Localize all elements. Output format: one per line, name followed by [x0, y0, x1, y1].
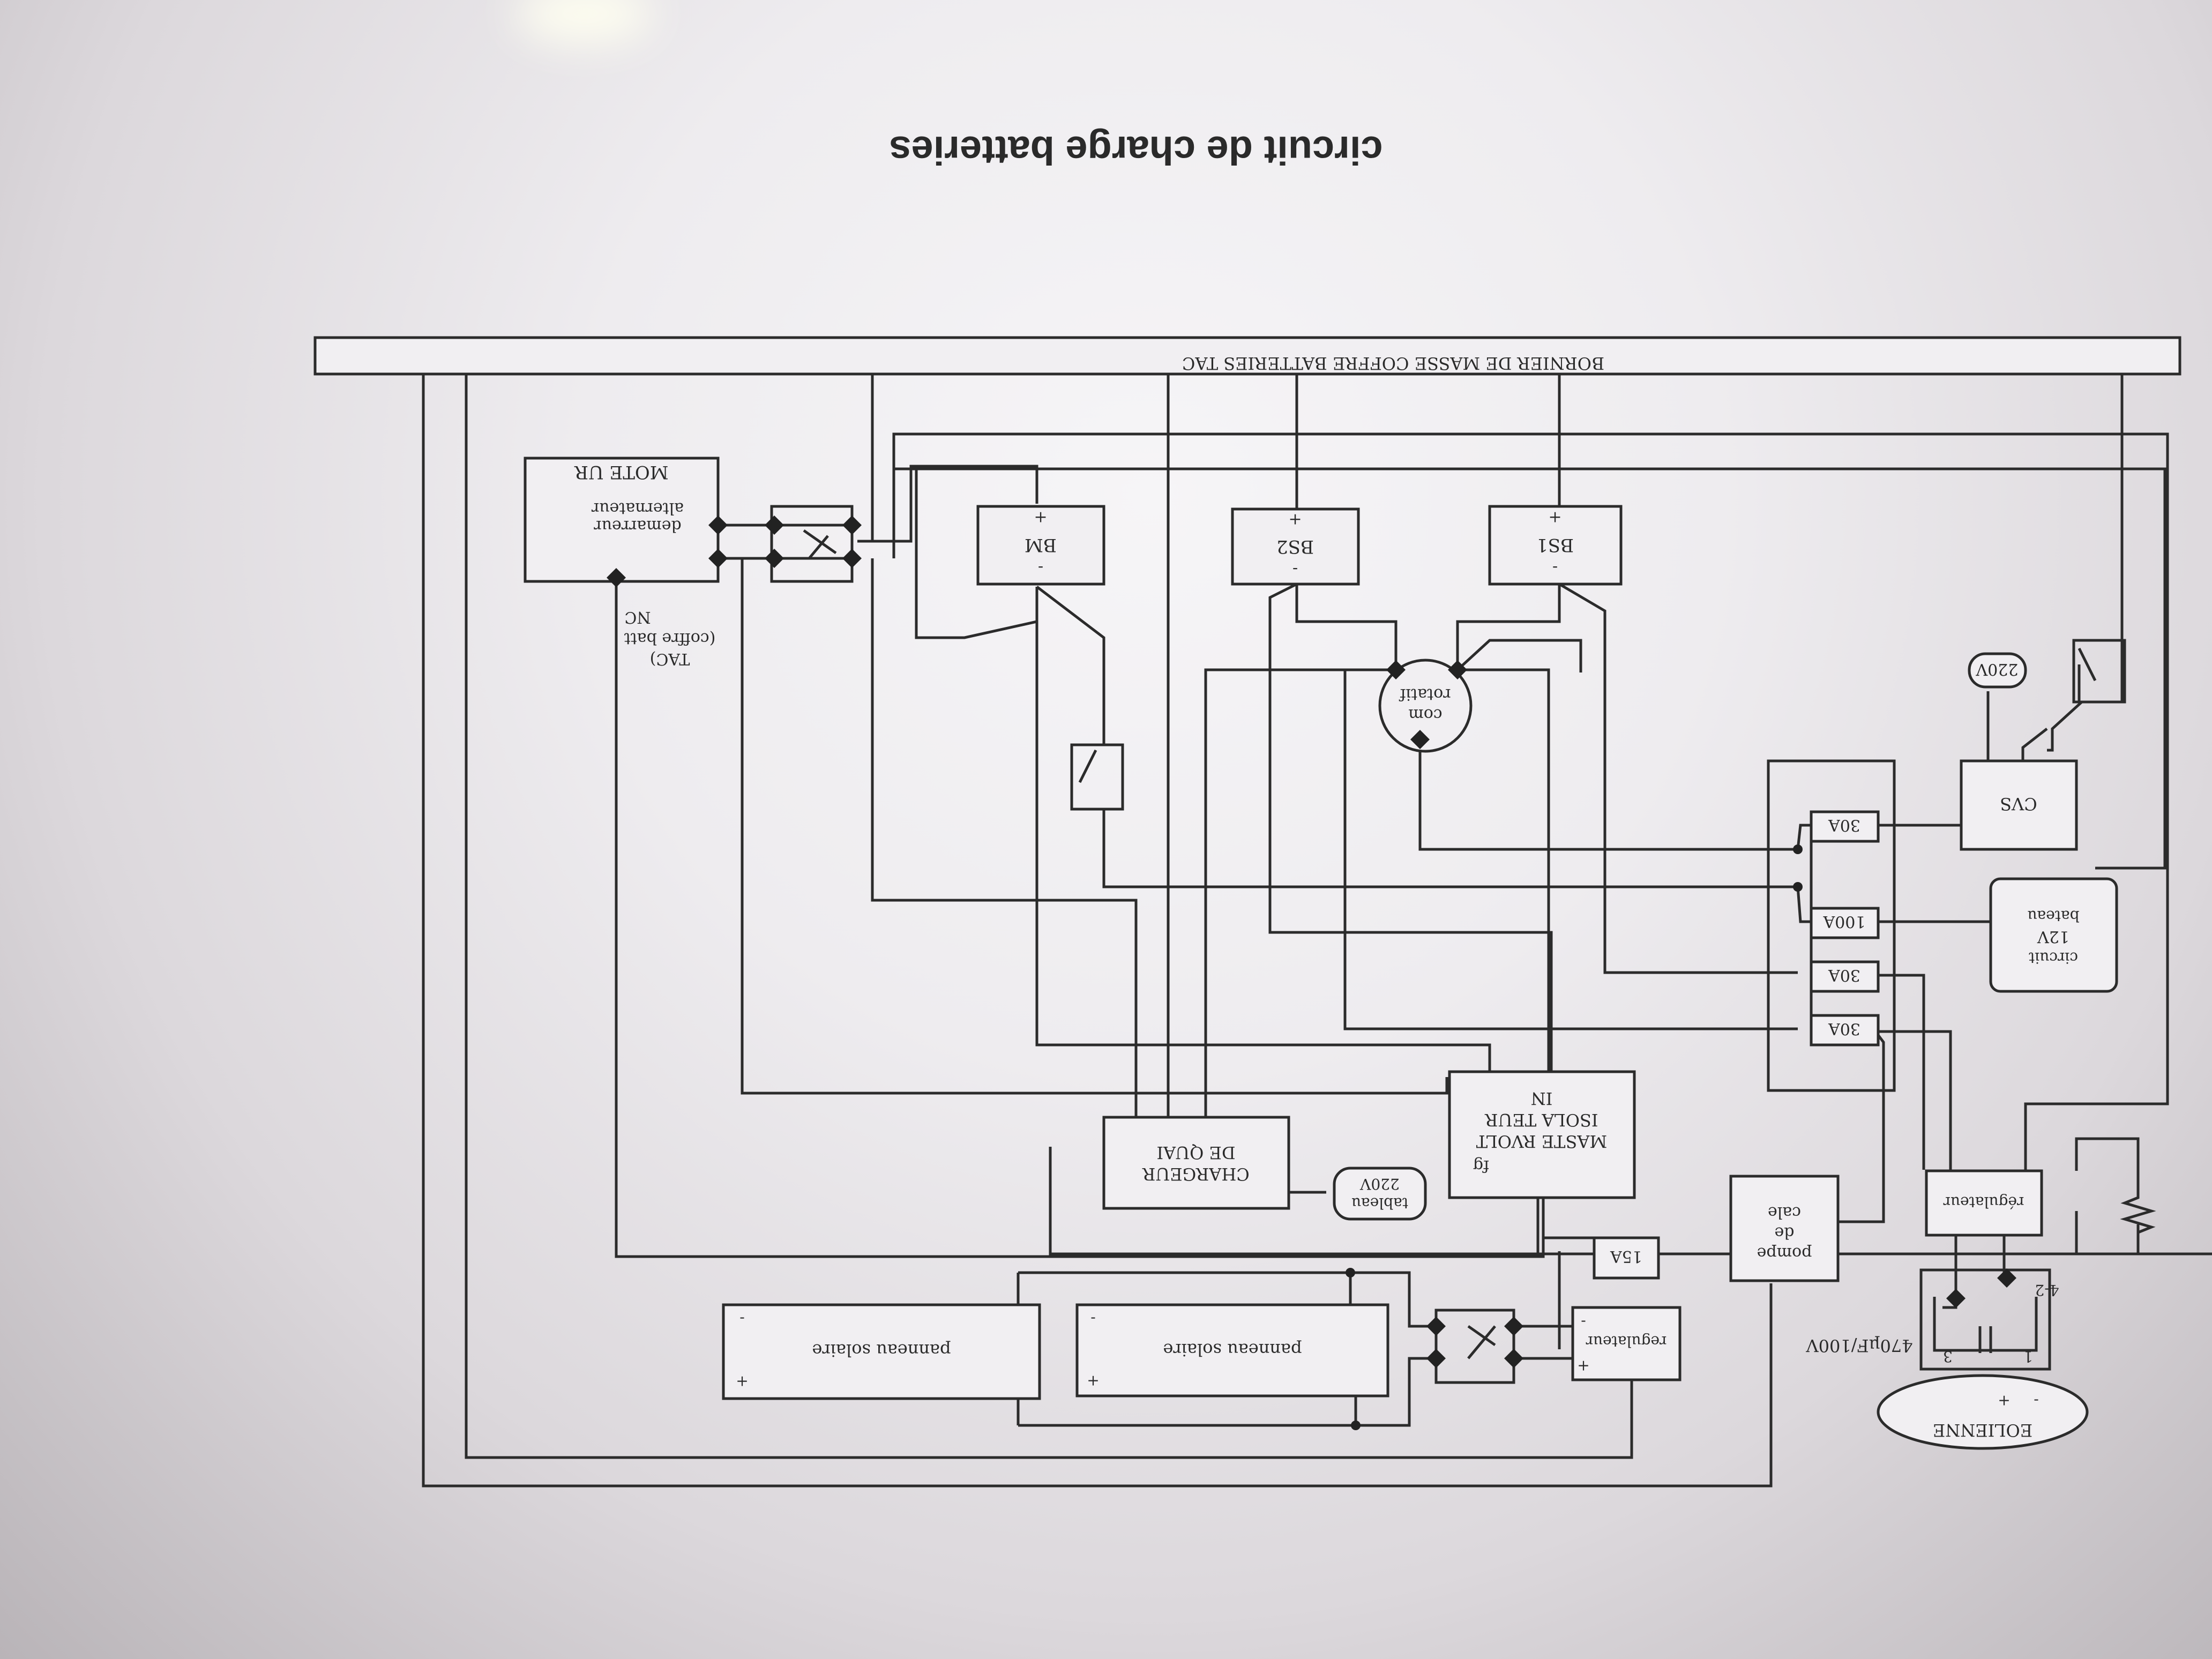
tableau-label: tableau — [1351, 1194, 1408, 1212]
bm-minus: - — [1038, 558, 1043, 577]
bs2-battery — [1231, 507, 1360, 586]
junctions — [607, 515, 2016, 1430]
fuse-100a-label: 100A — [1823, 912, 1865, 931]
isolateur-in: IN — [1531, 1088, 1553, 1109]
resistor — [2120, 1190, 2156, 1235]
alternateur-label: alternateur — [591, 499, 684, 518]
isolateur-fg: fg — [1473, 1156, 1489, 1175]
fuse-30a-2 — [1810, 960, 1880, 993]
solar-switch-frame — [1434, 1309, 1515, 1384]
pin-3-label: 3 — [1943, 1348, 1953, 1365]
rotary-switch — [1378, 659, 1473, 753]
panneau-right-minus: - — [1090, 1310, 1095, 1328]
bs2-minus: - — [1292, 560, 1298, 579]
bornier-bar — [313, 336, 2181, 376]
bs1-plus: + — [1548, 508, 1561, 527]
fuse-30a-3-label: 30A — [1828, 1019, 1860, 1038]
panneau-right-plus: + — [1087, 1372, 1099, 1390]
bs1-battery — [1488, 505, 1623, 586]
capacitor-label: 470µF/100V — [1806, 1335, 1913, 1356]
bs2-plus: + — [1288, 510, 1302, 529]
panneau-left-label: panneau solaire — [812, 1340, 951, 1361]
moteur-box — [524, 457, 720, 583]
fuse-15a-label: 15A — [1610, 1247, 1642, 1266]
pin-4-2-label: 4-2 — [2035, 1281, 2059, 1299]
panneau-solaire-left — [722, 1303, 1041, 1400]
circuit-12v-label: 12V — [2037, 927, 2069, 946]
regulateur-eolienne-label: régulateur — [1943, 1193, 2024, 1211]
circuit-12v-box — [1989, 877, 2118, 993]
de-quai-label: DE QUAI — [1156, 1142, 1235, 1163]
capacitor-block — [1919, 1268, 2051, 1371]
eolienne-plus: + — [1998, 1392, 2010, 1410]
bs2-label: BS2 — [1276, 536, 1314, 557]
reg-sol-minus: - — [1581, 1313, 1586, 1331]
isolateur-box — [1448, 1070, 1636, 1199]
regulateur-eolienne-box — [1925, 1169, 2043, 1237]
com-label: com — [1408, 705, 1442, 724]
pompe-de-label: de — [1775, 1223, 1795, 1242]
demarreur-label: demarreur — [594, 517, 682, 535]
fuse-30a-1 — [1810, 810, 1880, 843]
bm-plus: + — [1034, 508, 1047, 527]
pompe-label: pompe — [1757, 1244, 1812, 1262]
regulateur-solaire-box — [1571, 1306, 1682, 1381]
circuit-label: circuit — [2028, 949, 2078, 967]
isolateur-label: ISOLA TEUR — [1485, 1110, 1598, 1130]
fuse-30a-1-label: 30A — [1828, 816, 1860, 834]
fuse-30a-2-label: 30A — [1828, 966, 1860, 984]
fuse-100a — [1810, 907, 1880, 939]
nc-label: NC — [624, 608, 651, 626]
bm-battery — [976, 505, 1105, 586]
moteur-label: MOTE UR — [574, 461, 669, 483]
pin-1-label: 1 — [2023, 1348, 2033, 1365]
bs1-minus: - — [1552, 558, 1558, 577]
rotatif-label: rotatif — [1399, 685, 1451, 704]
v220-top-label: 220V — [1975, 660, 2018, 678]
eolienne-label: EOLIENNE — [1933, 1420, 2032, 1440]
nc-coffre: (coffre batt — [624, 629, 716, 648]
components: MOTE UR alternateur demarreur BM - + BS2… — [524, 457, 2156, 1450]
bs1-label: BS1 — [1536, 534, 1574, 556]
v220-pill-top — [1968, 652, 2027, 689]
eolienne — [1877, 1374, 2089, 1450]
capacitor-wiring — [1933, 1297, 2038, 1352]
diagram-title: circuit de charge batteries — [889, 128, 1382, 173]
fuse-15a — [1593, 1236, 1660, 1280]
reg-sol-plus: + — [1577, 1357, 1589, 1375]
pompe-box — [1729, 1175, 1840, 1282]
panneau-left-plus: + — [736, 1373, 748, 1391]
tableau-220v-pill — [1333, 1167, 1427, 1221]
pompe-cale-label: cale — [1768, 1203, 1801, 1222]
tableau-220v-label: 220V — [1359, 1175, 1399, 1193]
cvs-label: CVS — [2000, 794, 2037, 814]
bm-switch — [1070, 743, 1124, 811]
isolateur-mastervolt: MASTE RVOLT — [1476, 1131, 1607, 1152]
bateau-label: bateau — [2027, 907, 2079, 925]
cvs-box — [1960, 759, 2078, 851]
bm-label: BM — [1025, 534, 1057, 556]
nc-tac: TAC) — [650, 649, 690, 668]
panneau-solaire-right — [1075, 1303, 1389, 1398]
panneau-left-minus: - — [739, 1310, 744, 1328]
eolienne-minus: - — [2034, 1392, 2038, 1410]
regulateur-solaire-label: regulateur — [1586, 1333, 1667, 1350]
chargeur-box — [1102, 1116, 1290, 1210]
bornier-label: BORNIER DE MASSE COFFRE BATTERIES TAC — [1182, 353, 1604, 373]
panneau-right-label: panneau solaire — [1163, 1340, 1302, 1360]
chargeur-label: CHARGEUR — [1142, 1164, 1249, 1184]
relay-top-right — [2072, 639, 2126, 704]
battery-switch-frame — [770, 505, 854, 583]
fuse-30a-3 — [1810, 1014, 1880, 1047]
